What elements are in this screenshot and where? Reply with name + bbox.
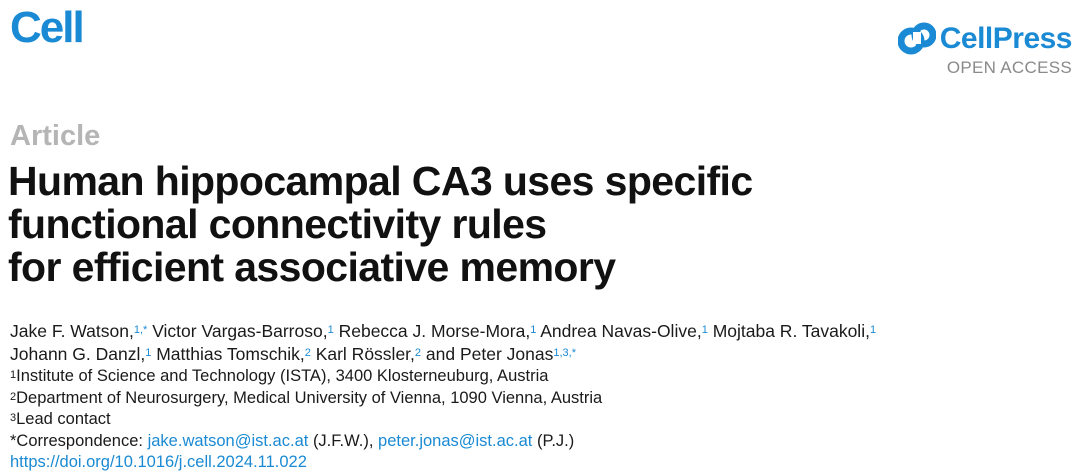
article-title: Human hippocampal CA3 uses specific func… — [8, 160, 908, 289]
author-name[interactable]: Karl Rössler, — [315, 344, 415, 364]
author-name[interactable]: and Peter Jonas — [425, 344, 554, 364]
affiliation-sup: 2 — [10, 390, 17, 403]
author-affil-sup: 1 — [327, 324, 334, 336]
affiliation-text: Institute of Science and Technology (IST… — [16, 367, 549, 385]
author-affil-sup: 2 — [304, 347, 311, 359]
correspondence: *Correspondence: jake.watson@ist.ac.at (… — [10, 431, 1070, 453]
author-name[interactable]: Andrea Navas-Olive, — [540, 321, 702, 341]
author-affil-sup: 1 — [145, 347, 152, 359]
doi: https://doi.org/10.1016/j.cell.2024.11.0… — [10, 452, 1070, 474]
affiliation: 2Department of Neurosurgery, Medical Uni… — [10, 388, 1070, 410]
author-affil-sup: 1,* — [133, 324, 148, 336]
author-line: Johann G. Danzl,1 Matthias Tomschik,2 Ka… — [10, 343, 1070, 366]
author-name[interactable]: Mojtaba R. Tavakoli, — [712, 321, 870, 341]
affiliation: 1Institute of Science and Technology (IS… — [10, 366, 1070, 388]
author-affil-sup: 2 — [414, 347, 422, 359]
email-link[interactable]: peter.jonas@ist.ac.at — [378, 431, 533, 450]
doi-link[interactable]: https://doi.org/10.1016/j.cell.2024.11.0… — [10, 453, 307, 471]
author-affil-sup: 1 — [869, 324, 877, 336]
title-line: for efficient associative memory — [8, 244, 616, 290]
author-name[interactable]: Johann G. Danzl, — [10, 344, 146, 364]
author-affil-sup: 1,3,* — [553, 347, 576, 359]
publisher-name: CellPress — [939, 22, 1073, 55]
affiliation-sup: 3 — [10, 412, 17, 424]
cellpress-logo-icon — [897, 22, 936, 55]
author-name[interactable]: Jake F. Watson, — [10, 321, 134, 341]
correspondence-initials: (J.F.W.), — [312, 431, 374, 450]
author-name[interactable]: Victor Vargas-Barroso, — [152, 321, 328, 341]
publisher-badge[interactable]: CellPress OPEN ACCESS — [897, 22, 1073, 78]
affiliation-text: Lead contact — [16, 410, 111, 428]
author-line: Jake F. Watson,1,* Victor Vargas-Barroso… — [10, 320, 1070, 343]
journal-logo[interactable]: Cell — [10, 3, 85, 52]
author-affil-sup: 1 — [701, 324, 708, 336]
author-block: Jake F. Watson,1,* Victor Vargas-Barroso… — [10, 320, 1070, 474]
open-access-label: OPEN ACCESS — [946, 58, 1072, 77]
title-line: functional connectivity rules — [8, 201, 547, 247]
affiliation: 3Lead contact — [10, 409, 1070, 431]
author-name[interactable]: Matthias Tomschik, — [156, 344, 305, 364]
author-affil-sup: 1 — [530, 324, 537, 336]
correspondence-initials: (P.J.) — [536, 431, 575, 450]
email-link[interactable]: jake.watson@ist.ac.at — [147, 431, 309, 450]
title-line: Human hippocampal CA3 uses specific — [8, 158, 753, 204]
affiliation-text: Department of Neurosurgery, Medical Univ… — [16, 388, 603, 407]
article-type: Article — [10, 120, 101, 152]
affiliation-sup: 1 — [10, 369, 17, 381]
author-name[interactable]: Rebecca J. Morse-Mora, — [338, 321, 531, 341]
correspondence-label: *Correspondence: — [10, 431, 143, 450]
